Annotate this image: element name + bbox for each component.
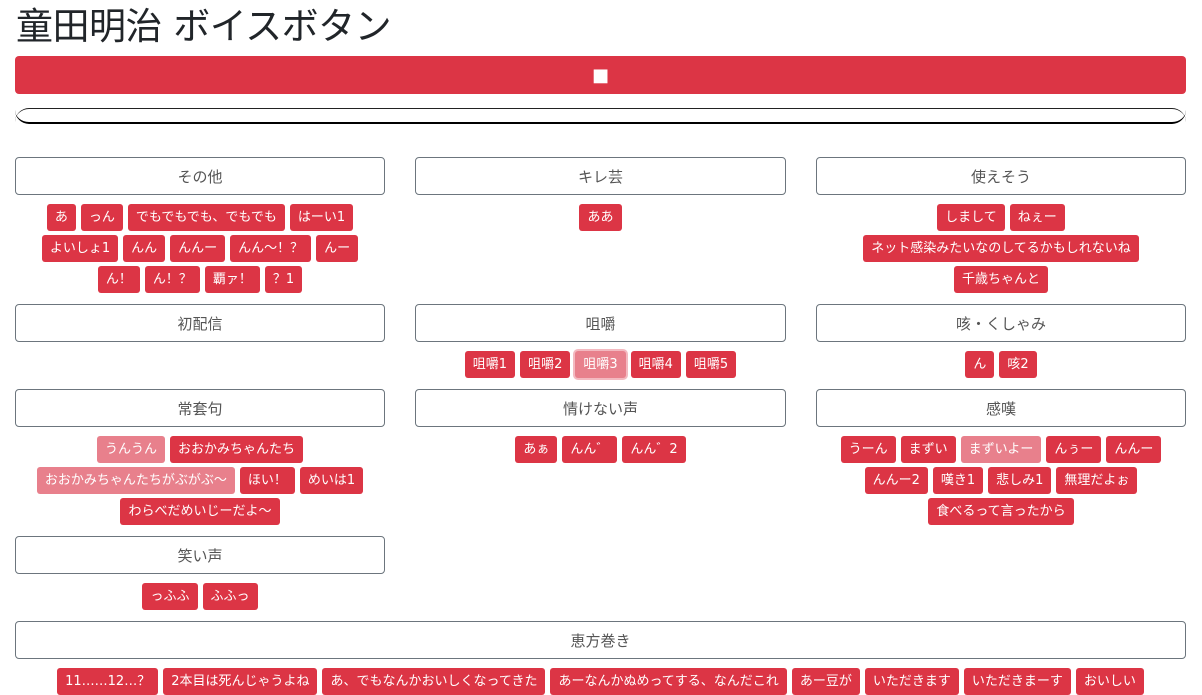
voice-button[interactable]: 千歳ちゃんと (953, 266, 1048, 293)
voice-button[interactable]: うんうん (96, 436, 165, 463)
section-ehoumaki: 恵方巻き 11……12…？2本目は死んじゃうよねあ、でもなんかおいしくなってきた… (15, 621, 1186, 695)
voice-button[interactable]: っん (80, 204, 123, 231)
voice-button[interactable]: ああ (579, 204, 622, 231)
voice-button[interactable]: んん゛ (562, 436, 618, 463)
section-kiregei: キレ芸 ああ (415, 157, 786, 231)
voice-button[interactable]: 2本目は死んじゃうよね (163, 668, 318, 695)
voice-button[interactable]: 悲しみ1 (988, 467, 1052, 494)
voice-button[interactable]: んん゛2 (622, 436, 686, 463)
voice-button[interactable]: んー (316, 235, 359, 262)
voice-button[interactable]: っふふ (142, 583, 198, 610)
section-waraigoe: 笑い声 っふふふふっ (15, 536, 385, 610)
button-group: っふふふふっ (15, 583, 385, 610)
voice-button[interactable]: わらべだめいじーだよ～ (120, 498, 280, 525)
voice-button[interactable]: 咀嚼3 (575, 351, 626, 378)
voice-button[interactable]: めいは1 (299, 467, 364, 494)
voice-button[interactable]: いただきまーす (963, 668, 1071, 695)
button-group: しましてねぇーネット感染みたいなのしてるかもしれないね千歳ちゃんと (816, 204, 1186, 293)
voice-button[interactable]: 食べるって言ったから (928, 498, 1074, 525)
voice-button[interactable]: んんー (170, 235, 226, 262)
section-header: 常套句 (15, 389, 385, 427)
button-group: あぁんん゛んん゛2 (415, 436, 786, 463)
section-header: 咀嚼 (415, 304, 786, 342)
voice-button[interactable]: まずいよー (960, 436, 1042, 463)
voice-button[interactable]: しまして (937, 204, 1005, 231)
section-tsukaesou: 使えそう しましてねぇーネット感染みたいなのしてるかもしれないね千歳ちゃんと (816, 157, 1186, 293)
voice-button[interactable]: でもでもでも、でもでも (127, 204, 285, 231)
section-header: その他 (15, 157, 385, 195)
voice-button[interactable]: うーん (840, 436, 896, 463)
section-header: 初配信 (15, 304, 385, 342)
voice-button[interactable]: ん (965, 351, 995, 378)
section-header: キレ芸 (415, 157, 786, 195)
section-header: 恵方巻き (15, 621, 1186, 659)
section-nasakenai-koe: 情けない声 あぁんん゛んん゛2 (415, 389, 786, 463)
voice-button[interactable]: おおかみちゃんたちがぶがぶ～ (36, 467, 235, 494)
voice-button[interactable]: おいしい (1075, 668, 1144, 695)
voice-button[interactable]: んんー (1106, 436, 1162, 463)
section-hatsuhaishin: 初配信 (15, 304, 385, 351)
voice-button[interactable]: あーなんかぬめってする、なんだこれ (550, 668, 787, 695)
progress-bar-top (15, 108, 1186, 132)
voice-button[interactable]: 11……12…？ (57, 668, 159, 695)
voice-button[interactable]: 咀嚼2 (520, 351, 571, 378)
section-header: 情けない声 (415, 389, 786, 427)
voice-button[interactable]: ん！？ (144, 266, 200, 293)
voice-button[interactable]: 咀嚼4 (630, 351, 681, 378)
voice-button[interactable]: 覇ァ！ (204, 266, 260, 293)
button-group: ああ (415, 204, 786, 231)
section-joutouku: 常套句 うんうんおおかみちゃんたちおおかみちゃんたちがぶがぶ～ほい！めいは1 わら… (15, 389, 385, 525)
voice-button[interactable]: ふふっ (202, 583, 258, 610)
progress-bar (15, 96, 1186, 124)
voice-button[interactable]: いただきます (864, 668, 959, 695)
voice-button[interactable]: あ (46, 204, 76, 231)
button-group: 11……12…？2本目は死んじゃうよねあ、でもなんかおいしくなってきたあーなんか… (15, 668, 1186, 695)
voice-button[interactable]: よいしょ1 (41, 235, 119, 262)
voice-button[interactable]: ネット感染みたいなのしてるかもしれないね (863, 235, 1139, 262)
voice-button[interactable]: あー豆が (791, 668, 860, 695)
voice-button[interactable]: まずい (900, 436, 956, 463)
voice-button[interactable]: んんー2 (864, 467, 928, 494)
voice-button[interactable]: 咀嚼5 (685, 351, 737, 378)
voice-button[interactable]: あぁ (515, 436, 558, 463)
button-group: ん咳2 (816, 351, 1186, 378)
section-header: 笑い声 (15, 536, 385, 574)
voice-button[interactable]: ん！ (97, 266, 140, 293)
voice-button[interactable]: んぅー (1046, 436, 1102, 463)
voice-button[interactable]: あ、でもなんかおいしくなってきた (322, 668, 546, 695)
voice-button[interactable]: 咀嚼1 (464, 351, 516, 378)
voice-button[interactable]: 嘆き1 (932, 467, 984, 494)
voice-button[interactable]: 咳2 (999, 351, 1037, 378)
voice-button[interactable]: はーい1 (289, 204, 354, 231)
stop-button[interactable]: ■ (15, 56, 1186, 94)
voice-button[interactable]: んん (123, 235, 166, 262)
voice-button[interactable]: ほい！ (239, 467, 295, 494)
section-header: 感嘆 (816, 389, 1186, 427)
page-title: 童田明治 ボイスボタン (16, 5, 392, 48)
section-seki-kushami: 咳・くしゃみ ん咳2 (816, 304, 1186, 378)
voice-button[interactable]: んん～！？ (230, 235, 312, 262)
voice-button[interactable]: おおかみちゃんたち (170, 436, 304, 463)
voice-button[interactable]: ？1 (264, 266, 303, 293)
section-header: 咳・くしゃみ (816, 304, 1186, 342)
voice-button[interactable]: 無理だよぉ (1056, 467, 1138, 494)
button-group: うんうんおおかみちゃんたちおおかみちゃんたちがぶがぶ～ほい！めいは1 わらべだめい… (15, 436, 385, 525)
voice-button[interactable]: ねぇー (1009, 204, 1065, 231)
section-header: 使えそう (816, 157, 1186, 195)
